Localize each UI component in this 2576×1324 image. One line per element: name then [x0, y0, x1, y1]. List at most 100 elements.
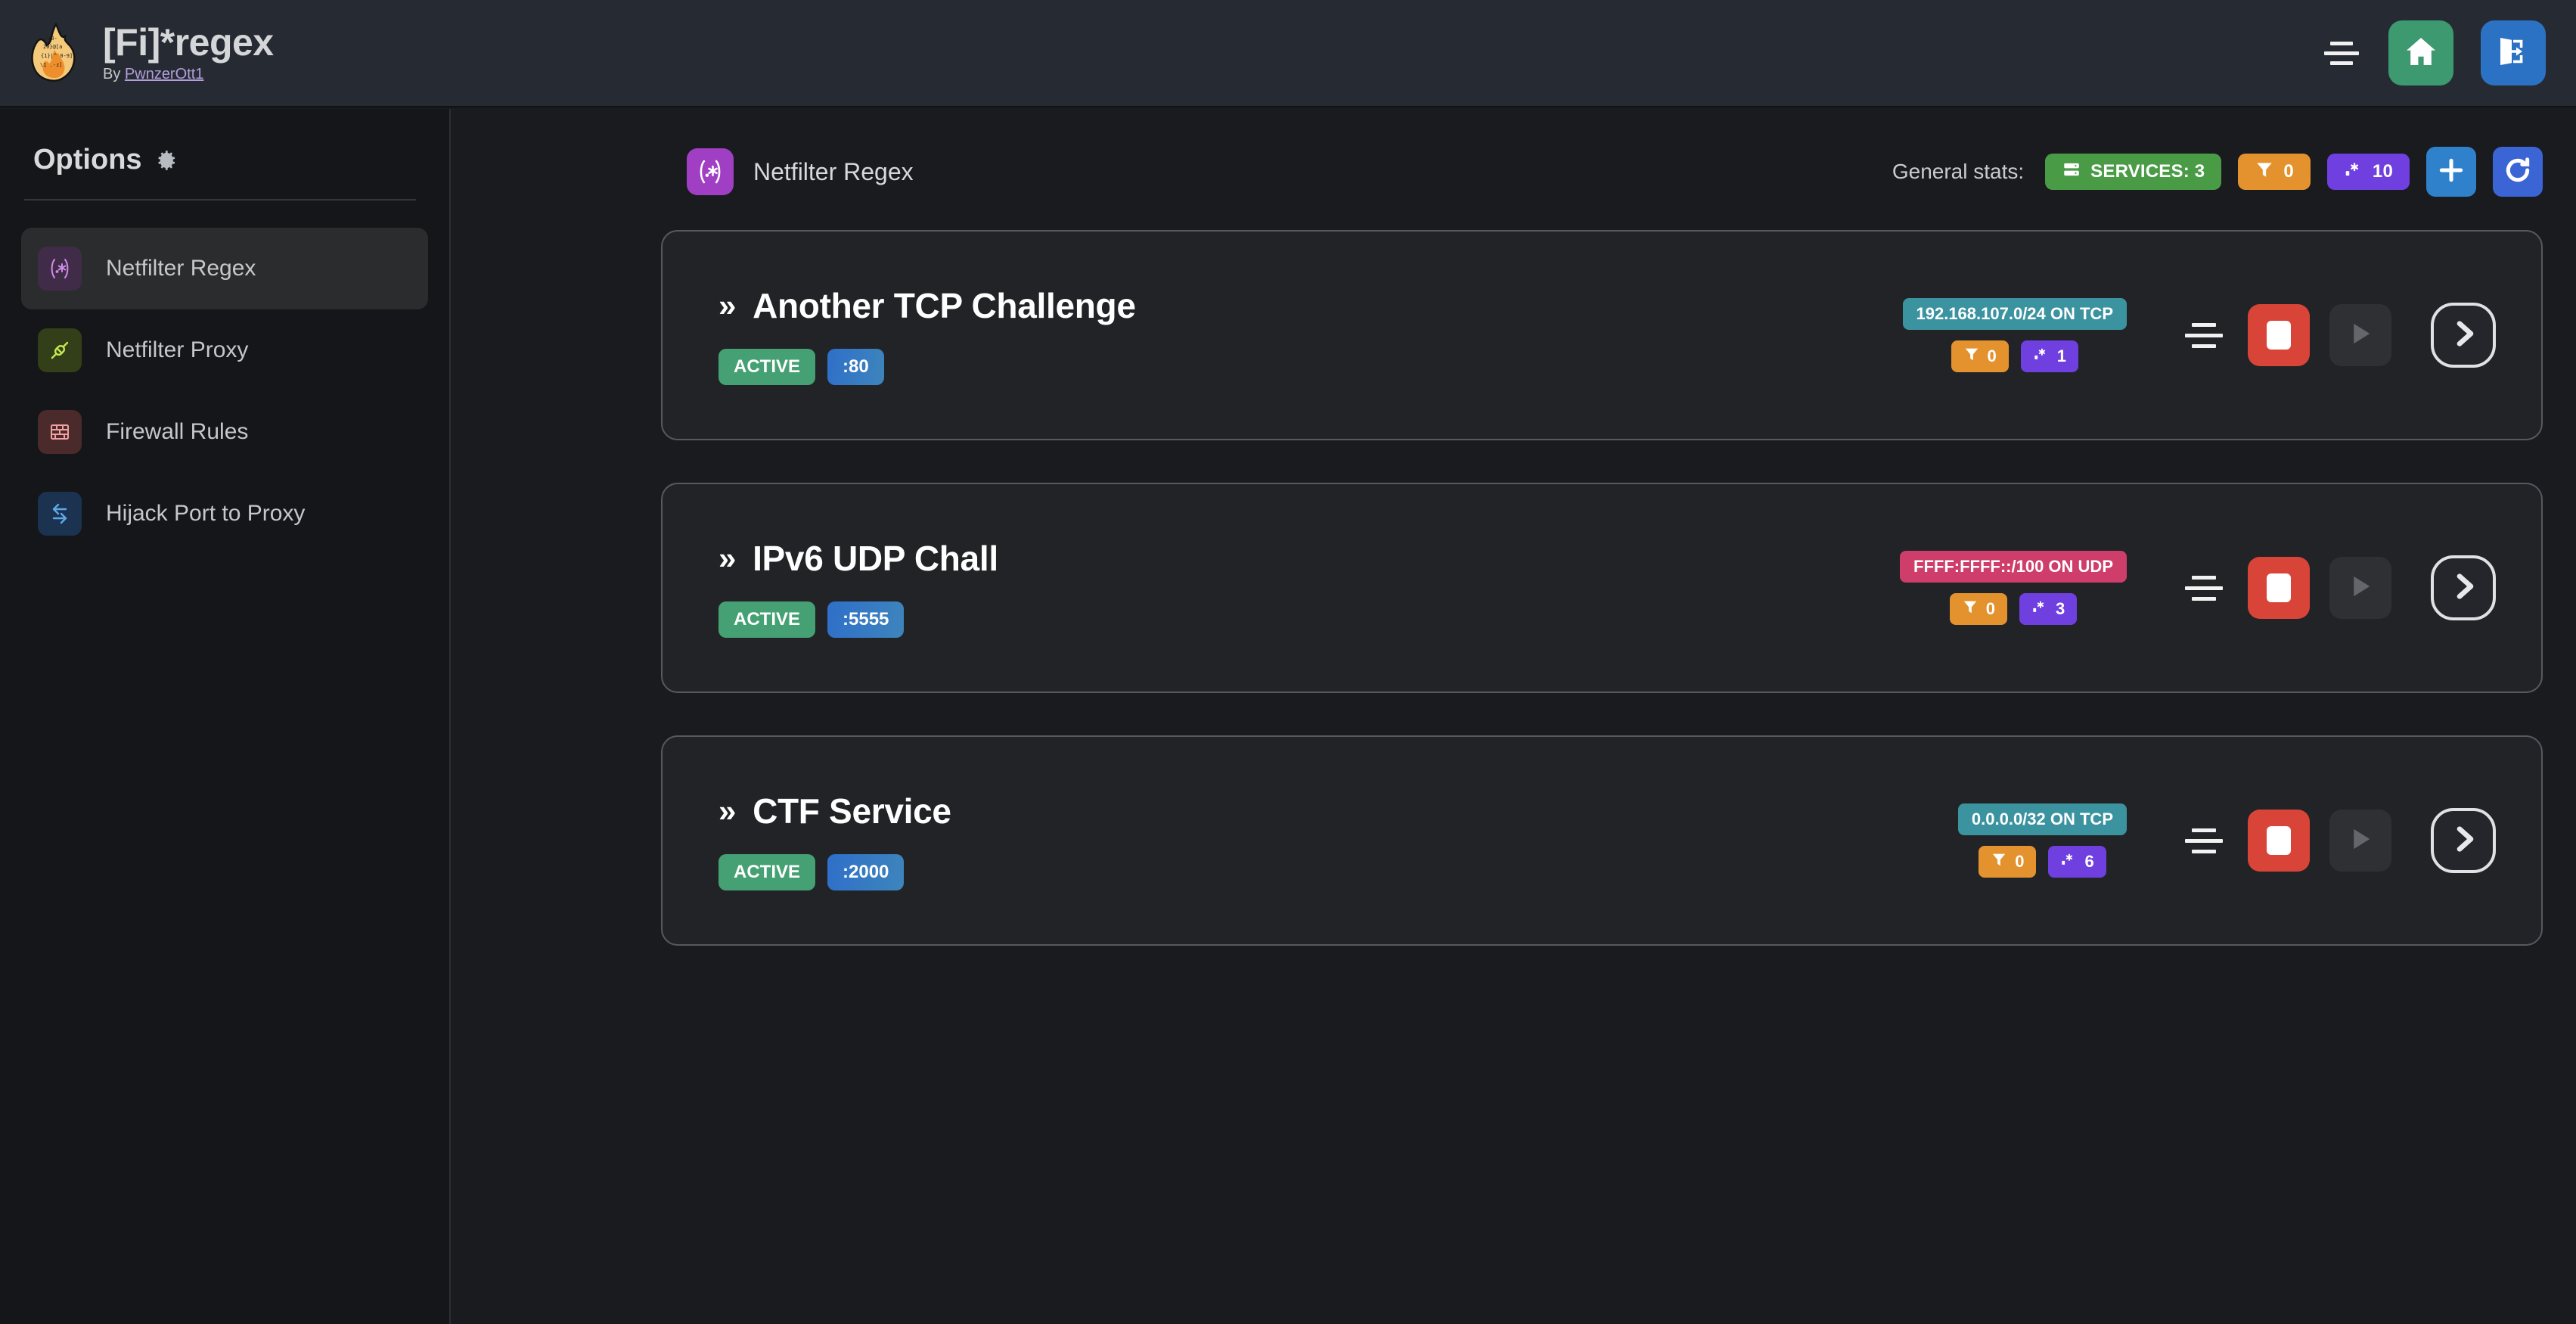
status-badge: ACTIVE: [718, 601, 816, 638]
port-badge: :2000: [827, 854, 905, 890]
regex-count-text: 1: [2056, 347, 2066, 365]
service-card[interactable]: » CTF Service ACTIVE :2000 0.0.0.0/32 ON…: [661, 735, 2543, 946]
plug-icon: [38, 328, 82, 372]
regex-count-badge-text: 10: [2372, 161, 2393, 182]
play-button[interactable]: [2329, 810, 2391, 872]
chevron-right-icon: [2448, 319, 2478, 353]
filter-icon: [1963, 346, 1980, 367]
play-icon: [2345, 823, 2376, 859]
list-lines-icon[interactable]: [2181, 322, 2227, 348]
filters-badge-text: 0: [2283, 161, 2294, 182]
sidebar-item-label: Hijack Port to Proxy: [106, 501, 306, 526]
regex-dot-star-icon: [2031, 598, 2048, 620]
add-service-button[interactable]: [2426, 147, 2476, 197]
sidebar-item-hijack-port-to-proxy[interactable]: Hijack Port to Proxy: [21, 473, 428, 555]
port-badge: :5555: [827, 601, 905, 638]
svg-text:20}@[a: 20}@[a: [43, 44, 62, 50]
filters-badge[interactable]: 0: [2238, 154, 2311, 190]
service-pills: ACTIVE :2000: [718, 854, 951, 890]
filter-icon: [1962, 598, 1979, 620]
filters-count-badge[interactable]: 0: [1979, 846, 2037, 878]
list-lines-icon[interactable]: [2181, 575, 2227, 601]
sidebar-nav: Netfilter Regex Netfilter Proxy: [0, 228, 449, 555]
stop-button[interactable]: [2248, 557, 2310, 619]
main-content: Netfilter Regex General stats: SERVICES:…: [452, 109, 2576, 1324]
filter-icon: [1991, 851, 2007, 872]
service-actions: FFFF:FFFF::/100 ON UDP 0 3: [1900, 551, 2541, 625]
svg-text:{1}|^ 0-9]: {1}|^ 0-9]: [41, 53, 73, 59]
filters-count-badge[interactable]: 0: [1951, 340, 2009, 372]
regex-dot-star-icon: [2344, 160, 2363, 185]
play-icon: [2345, 318, 2376, 353]
stop-icon: [2267, 573, 2291, 602]
logout-button[interactable]: [2481, 20, 2546, 85]
network-badge: 192.168.107.0/24 ON TCP: [1902, 298, 2127, 330]
service-pills: ACTIVE :80: [718, 349, 1136, 385]
author-link[interactable]: PwnzerOtt1: [124, 65, 204, 82]
general-stats: General stats: SERVICES: 3 0 10: [1892, 147, 2543, 197]
services-list: » Another TCP Challenge ACTIVE :80 192.1…: [452, 230, 2576, 946]
open-service-button[interactable]: [2431, 303, 2496, 368]
list-lines-icon[interactable]: [2181, 828, 2227, 853]
status-badge: ACTIVE: [718, 349, 816, 385]
double-chevron-icon: »: [718, 540, 737, 576]
stop-icon: [2267, 321, 2291, 350]
filters-count-text: 0: [2015, 852, 2025, 871]
refresh-button[interactable]: [2493, 147, 2543, 197]
double-chevron-icon: »: [718, 793, 737, 828]
service-counters: 0 3: [1949, 593, 2078, 625]
service-actions: 0.0.0.0/32 ON TCP 0 6: [1957, 803, 2541, 878]
status-badge: ACTIVE: [718, 854, 816, 890]
open-service-button[interactable]: [2431, 555, 2496, 620]
regex-count-text: 3: [2056, 599, 2065, 618]
stop-button[interactable]: [2248, 810, 2310, 872]
network-badge: FFFF:FFFF::/100 ON UDP: [1900, 551, 2127, 583]
stop-icon: [2267, 826, 2291, 855]
service-pills: ACTIVE :5555: [718, 601, 998, 638]
general-stats-label: General stats:: [1892, 160, 2025, 183]
regex-count-badge[interactable]: 6: [2048, 846, 2106, 878]
service-name: Another TCP Challenge: [753, 286, 1136, 325]
sidebar-item-label: Netfilter Regex: [106, 256, 256, 281]
main-toolbar: Netfilter Regex General stats: SERVICES:…: [452, 147, 2576, 197]
service-counters: 0 1: [1951, 340, 2078, 372]
regex-count-badge[interactable]: 10: [2326, 154, 2410, 190]
chevron-right-icon: [2448, 824, 2478, 858]
services-badge-text: SERVICES: 3: [2090, 161, 2205, 182]
service-meta: 192.168.107.0/24 ON TCP 0 1: [1902, 298, 2127, 372]
filters-count-badge[interactable]: 0: [1949, 593, 2007, 625]
regex-count-badge[interactable]: 3: [2019, 593, 2078, 625]
service-info: » CTF Service ACTIVE :2000: [663, 791, 951, 890]
brand: -z0- 20}@[a {1}|^ 0-9] \1 .-z] [Fi]*rege…: [27, 23, 274, 83]
open-service-button[interactable]: [2431, 808, 2496, 873]
service-name: CTF Service: [753, 791, 951, 831]
service-name-row: » Another TCP Challenge: [718, 285, 1136, 326]
stop-button[interactable]: [2248, 304, 2310, 366]
services-badge[interactable]: SERVICES: 3: [2045, 154, 2222, 190]
sidebar: Options Netfilter Regex: [0, 109, 451, 1324]
regex-count-badge[interactable]: 1: [2020, 340, 2078, 372]
flame-icon: -z0- 20}@[a {1}|^ 0-9] \1 .-z]: [27, 23, 82, 83]
brick-wall-icon: [38, 410, 82, 454]
home-icon: [2403, 33, 2439, 73]
filter-icon: [2255, 160, 2274, 185]
service-name-row: » CTF Service: [718, 791, 951, 831]
sidebar-item-firewall-rules[interactable]: Firewall Rules: [21, 391, 428, 473]
regex-icon: [687, 148, 734, 195]
play-button[interactable]: [2329, 557, 2391, 619]
regex-count-text: 6: [2084, 852, 2094, 871]
app-author: By PwnzerOtt1: [103, 66, 274, 83]
port-badge: :80: [827, 349, 884, 385]
service-meta: FFFF:FFFF::/100 ON UDP 0 3: [1900, 551, 2127, 625]
hamburger-icon[interactable]: [2322, 36, 2361, 70]
home-button[interactable]: [2388, 20, 2453, 85]
service-card[interactable]: » Another TCP Challenge ACTIVE :80 192.1…: [661, 230, 2543, 440]
service-card[interactable]: » IPv6 UDP Chall ACTIVE :5555 FFFF:FFFF:…: [661, 483, 2543, 693]
sidebar-item-netfilter-regex[interactable]: Netfilter Regex: [21, 228, 428, 309]
server-icon: [2062, 160, 2081, 185]
sidebar-item-netfilter-proxy[interactable]: Netfilter Proxy: [21, 309, 428, 391]
service-name: IPv6 UDP Chall: [753, 539, 998, 578]
play-button[interactable]: [2329, 304, 2391, 366]
filters-count-text: 0: [1987, 347, 1997, 365]
play-icon: [2345, 570, 2376, 606]
